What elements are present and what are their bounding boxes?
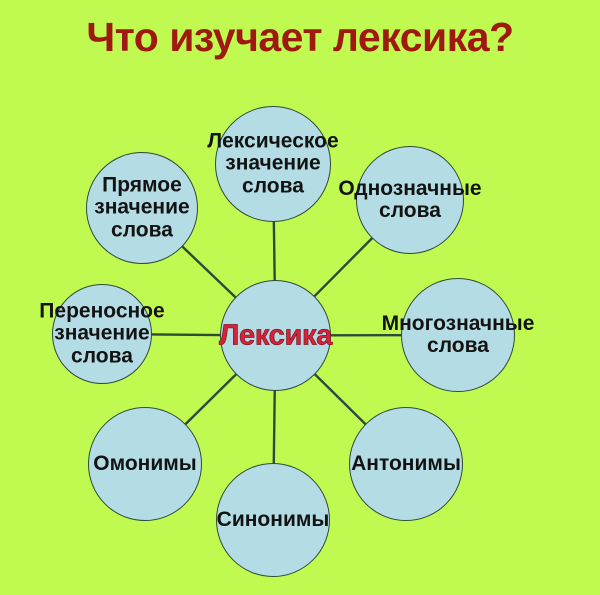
- outer-node[interactable]: Антонимы: [349, 407, 463, 521]
- spoke-line: [313, 236, 374, 298]
- outer-node-label: Антонимы: [351, 451, 461, 475]
- spoke-line: [150, 333, 222, 337]
- outer-node-label: Омонимы: [93, 451, 197, 475]
- outer-node-label: Синонимы: [216, 507, 330, 531]
- outer-node[interactable]: Омонимы: [88, 407, 202, 521]
- center-node-label: Лексика: [218, 319, 333, 352]
- page-title: Что изучает лексика?: [86, 14, 514, 60]
- outer-node[interactable]: Синонимы: [216, 463, 330, 577]
- spoke-line: [180, 245, 237, 299]
- center-node-lexika[interactable]: Лексика: [218, 280, 333, 391]
- spoke-line: [272, 220, 276, 282]
- spoke-line: [272, 389, 276, 465]
- spoke-line: [184, 372, 238, 426]
- spoke-line: [313, 372, 367, 426]
